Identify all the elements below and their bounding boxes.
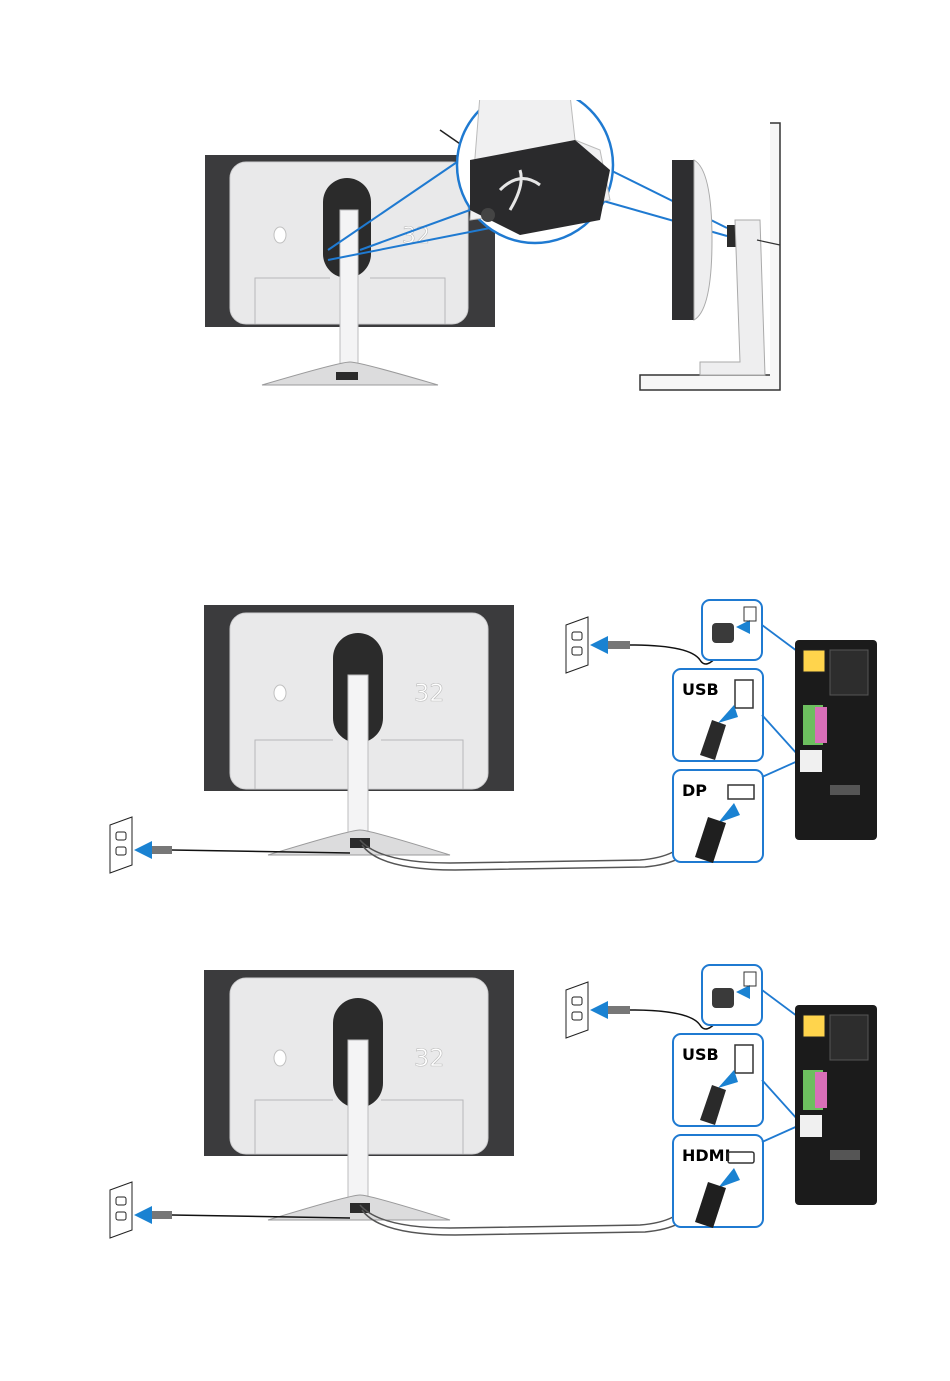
monitor-rear-view: 32 — [204, 970, 514, 1220]
usb-label: USB — [682, 680, 719, 699]
monitor-rear-view: 32 — [205, 155, 495, 385]
svg-text:32: 32 — [414, 1044, 445, 1072]
hdmi-label: HDMI — [682, 1146, 731, 1165]
pc-power-outlet — [566, 982, 718, 1038]
dp-callout: DP — [673, 770, 763, 863]
pc-power-outlet — [566, 617, 718, 673]
power-port-callout — [702, 965, 762, 1025]
monitor-side-view — [640, 123, 780, 390]
dp-connection-figure: 32 USB DP — [0, 595, 950, 880]
pc-tower — [795, 640, 877, 840]
monitor-rear-view: 32 — [204, 605, 514, 855]
svg-text:32: 32 — [414, 679, 445, 707]
hdmi-connection-figure: 32 USB HDMI — [0, 960, 950, 1245]
usb-label: USB — [682, 1045, 719, 1064]
usb-callout: USB — [673, 669, 763, 761]
dp-label: DP — [682, 781, 707, 800]
cable-routing-figure: 32 — [0, 100, 950, 400]
power-port-callout — [702, 600, 762, 660]
usb-callout: USB — [673, 1034, 763, 1126]
pc-tower — [795, 1005, 877, 1205]
hdmi-callout: HDMI — [673, 1135, 763, 1228]
